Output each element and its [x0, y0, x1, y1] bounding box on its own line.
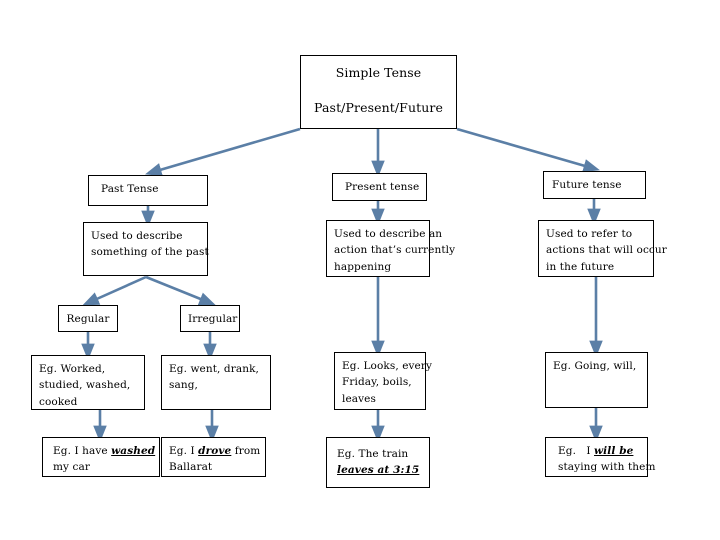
sent-present-line-1: Eg. The train — [337, 448, 409, 460]
sent-regular-prefix: Eg. I have — [53, 445, 112, 457]
node-future-description[interactable]: Used to refer to actions that will occur… — [538, 220, 667, 277]
node-example-present-words[interactable]: Eg. Looks, every Friday, boils, leaves — [334, 352, 433, 410]
node-past-tense[interactable]: Past Tense — [88, 175, 208, 206]
future-desc-line-3: in the future — [546, 260, 615, 273]
sent-future-prefix: Eg. I — [558, 445, 595, 457]
eg-present-line-1: Eg. Looks, every — [342, 360, 433, 372]
present-tense-label: Present tense — [345, 181, 420, 193]
eg-irregular-line-1: Eg. went, drank, — [169, 363, 259, 375]
sent-irregular-line-2: Ballarat — [169, 461, 213, 474]
sent-regular-emphasis: washed — [111, 445, 156, 457]
node-future-tense[interactable]: Future tense — [543, 171, 646, 199]
sent-irregular-line-1: Eg. I drove from — [169, 443, 261, 459]
node-example-regular-words[interactable]: Eg. Worked, studied, washed, cooked — [31, 355, 145, 410]
node-example-future-words[interactable]: Eg. Going, will, — [545, 352, 648, 408]
root-title: Simple Tense — [335, 65, 422, 80]
connector-past-to-irregular — [145, 275, 216, 306]
node-present-tense[interactable]: Present tense — [332, 173, 427, 201]
node-example-irregular-words[interactable]: Eg. went, drank, sang, — [161, 355, 271, 410]
node-simple-tense-root[interactable]: Simple Tense Past/Present/Future — [300, 55, 457, 129]
sent-future-line-1: Eg. I will be — [558, 443, 640, 459]
eg-regular-line-2: studied, washed, — [39, 379, 131, 392]
sent-future-emphasis: will be — [594, 445, 634, 457]
present-desc-line-1: Used to describe an — [334, 228, 443, 240]
connector-root-to-future — [456, 127, 600, 173]
node-sentence-present[interactable]: Eg. The train leaves at 3:15 — [326, 437, 430, 488]
sent-present-emphasis: leaves at 3:15 — [337, 464, 420, 477]
past-desc-line-2: something of the past — [91, 246, 209, 259]
sent-regular-line-1: Eg. I have washed — [53, 443, 156, 459]
sent-future-line-2: staying with them — [558, 461, 656, 474]
future-desc-line-2: actions that will occur — [546, 244, 667, 257]
sent-irregular-prefix: Eg. I — [169, 445, 199, 457]
node-regular[interactable]: Regular — [58, 305, 118, 332]
future-desc-line-1: Used to refer to — [546, 228, 633, 240]
node-sentence-irregular[interactable]: Eg. I drove from Ballarat — [161, 437, 266, 477]
node-sentence-future[interactable]: Eg. I will be staying with them — [545, 437, 656, 477]
eg-regular-line-1: Eg. Worked, — [39, 363, 106, 375]
present-desc-line-2: action that’s currently — [334, 244, 456, 257]
future-tense-label: Future tense — [552, 179, 622, 191]
regular-label: Regular — [66, 313, 110, 325]
past-tense-label: Past Tense — [101, 183, 159, 195]
root-subtitle: Past/Present/Future — [314, 99, 443, 115]
connector-past-to-regular — [82, 275, 147, 306]
sent-regular-line-2: my car — [53, 461, 90, 474]
eg-present-line-3: leaves — [342, 392, 376, 405]
past-desc-line-1: Used to describe — [91, 230, 183, 242]
node-irregular[interactable]: Irregular — [180, 305, 240, 332]
node-present-description[interactable]: Used to describe an action that’s curren… — [326, 220, 456, 277]
sent-irregular-suffix: from — [231, 445, 261, 457]
eg-present-line-2: Friday, boils, — [342, 376, 412, 389]
node-sentence-regular[interactable]: Eg. I have washed my car — [42, 437, 160, 477]
present-desc-line-3: happening — [334, 260, 392, 273]
connector-root-to-past — [145, 127, 301, 177]
irregular-label: Irregular — [188, 313, 238, 325]
eg-regular-line-3: cooked — [39, 395, 78, 408]
sent-irregular-emphasis: drove — [198, 445, 232, 457]
node-past-description[interactable]: Used to describe something of the past — [83, 222, 209, 276]
eg-irregular-line-2: sang, — [169, 379, 198, 392]
eg-future-line-1: Eg. Going, will, — [553, 360, 637, 372]
